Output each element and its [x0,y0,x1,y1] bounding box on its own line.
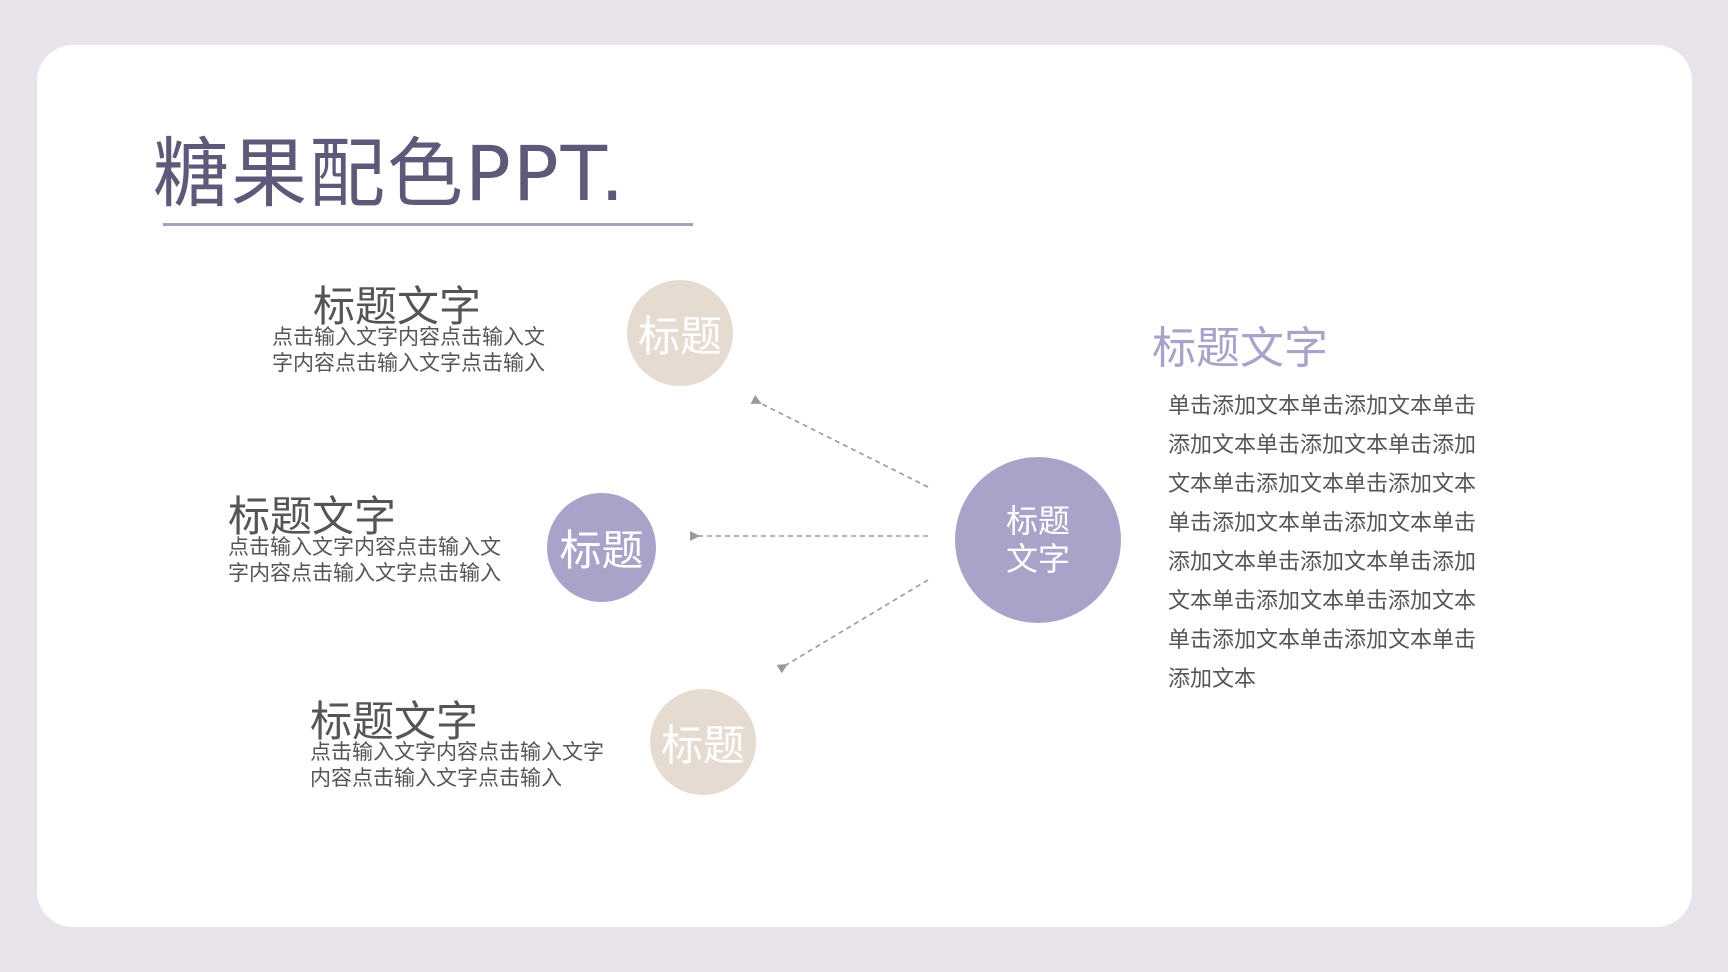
page-title: 糖果配色PPT. [153,129,627,218]
item-3-circle-label: 标题 [660,720,745,770]
slide-card [37,45,1692,927]
item-2-circle: 标题 [547,493,656,602]
arrow-to-item-1 [750,394,929,488]
item-2-heading: 标题文字 [228,492,397,541]
item-2-circle-label: 标题 [559,526,644,575]
item-3-description-line2: 内容点击输入文字点击输入 [310,766,562,790]
item-2-description-line2: 字内容点击输入文字点击输入 [228,561,501,585]
title-underline [163,223,693,226]
center-circle-label: 标题文字 [1005,502,1070,578]
item-1-heading: 标题文字 [313,282,482,331]
arrow-to-item-3 [776,579,929,674]
item-1-circle: 标题 [627,280,733,386]
right-body-text: 单击添加文本单击添加文本单击添加文本单击添加文本单击添加文本单击添加文本单击添加… [1168,394,1477,692]
item-1-description-line1: 点击输入文字内容点击输入文 [272,325,545,349]
item-2-description-line1: 点击输入文字内容点击输入文 [228,535,501,559]
right-heading: 标题文字 [1152,323,1328,374]
item-1-circle-label: 标题 [637,311,722,361]
item-3-heading: 标题文字 [310,697,479,746]
item-3-circle: 标题 [650,689,756,795]
item-1-description-line2: 字内容点击输入文字点击输入 [272,351,545,375]
item-3-description-line1: 点击输入文字内容点击输入文字 [310,740,604,764]
center-circle: 标题文字 [955,457,1121,623]
